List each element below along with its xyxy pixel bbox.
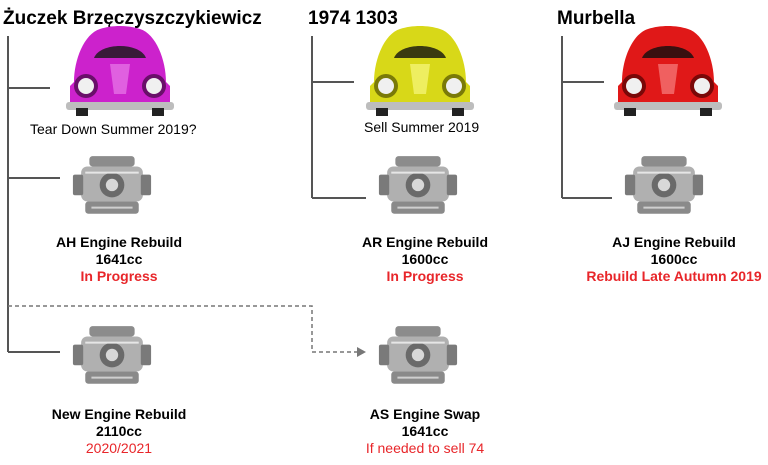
col2-title: 1974 1303 [308, 8, 398, 29]
col2-car-caption: Sell Summer 2019 [364, 119, 480, 135]
engine-name: AR Engine Rebuild [362, 234, 488, 250]
beetle-car-icon-col2 [366, 26, 474, 116]
engine-label-as: AS Engine Swap 1641cc If needed to sell … [366, 406, 484, 457]
swap-dashed-connector [8, 305, 358, 353]
engine-status: Rebuild Late Autumn 2019 [586, 268, 762, 284]
engine-cc: 2110cc [96, 423, 142, 439]
engine-icon-col2-a [376, 150, 460, 222]
engine-name: New Engine Rebuild [51, 406, 187, 422]
engine-status: 2020/2021 [85, 440, 153, 456]
col3-title: Murbella [557, 8, 636, 29]
beetle-car-icon-col1 [66, 26, 174, 116]
engine-name: AH Engine Rebuild [56, 234, 182, 250]
beetle-car-icon-col3 [614, 26, 722, 116]
engine-label-ar: AR Engine Rebuild 1600cc In Progress [362, 234, 488, 285]
engine-status: In Progress [386, 268, 464, 284]
engine-icon-col3-a [622, 150, 706, 222]
engine-icon-col2-b [376, 320, 460, 392]
engine-status: In Progress [80, 268, 158, 284]
engine-cc: 1641cc [95, 251, 143, 267]
engine-icon-col1-a [70, 150, 154, 222]
col1-car-caption: Tear Down Summer 2019? [30, 121, 197, 137]
engine-cc: 1600cc [650, 251, 698, 267]
engine-label-aj: AJ Engine Rebuild 1600cc Rebuild Late Au… [586, 234, 761, 285]
engine-icon-col1-b [70, 320, 154, 392]
engine-label-new: New Engine Rebuild 2110cc 2020/2021 [52, 406, 187, 457]
engine-name: AJ Engine Rebuild [612, 234, 736, 250]
swap-arrowhead [357, 347, 366, 357]
col1-title: Żuczek Brzęczyszczykiewicz [3, 8, 262, 29]
engine-status: If needed to sell 74 [365, 440, 485, 456]
engine-label-ah: AH Engine Rebuild 1641cc In Progress [56, 234, 182, 285]
engine-name: AS Engine Swap [369, 406, 481, 422]
engine-cc: 1600cc [401, 251, 449, 267]
engine-cc: 1641cc [401, 423, 449, 439]
